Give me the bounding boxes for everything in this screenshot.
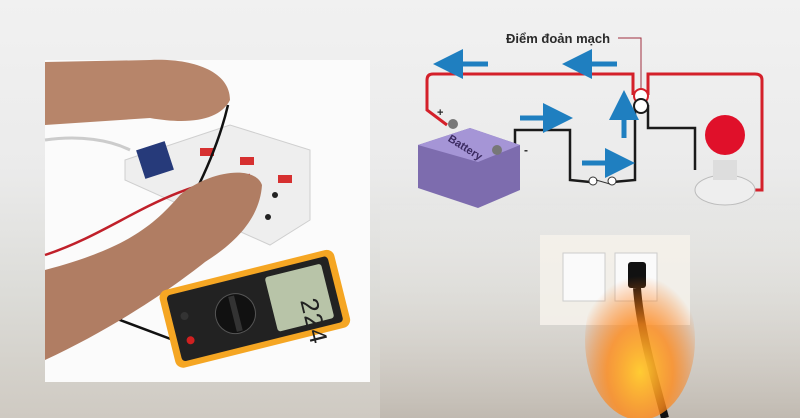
multimeter	[159, 249, 351, 368]
live-wire	[425, 72, 764, 192]
lcd-screen	[265, 264, 334, 332]
upper-hand	[45, 59, 230, 125]
short-circuit-label: Điểm đoản mạch	[506, 31, 611, 46]
fire	[585, 260, 695, 418]
plus-sign: +	[437, 107, 444, 119]
label-leader-line	[618, 37, 642, 88]
light-bulb-icon	[694, 115, 756, 206]
current-arrows	[433, 49, 639, 178]
circuit-diagram	[418, 37, 764, 208]
battery-icon	[418, 119, 520, 208]
burning-socket	[540, 235, 695, 418]
minus-sign: -	[524, 143, 528, 157]
multimeter-photo	[44, 59, 370, 382]
lower-hand	[45, 172, 262, 360]
